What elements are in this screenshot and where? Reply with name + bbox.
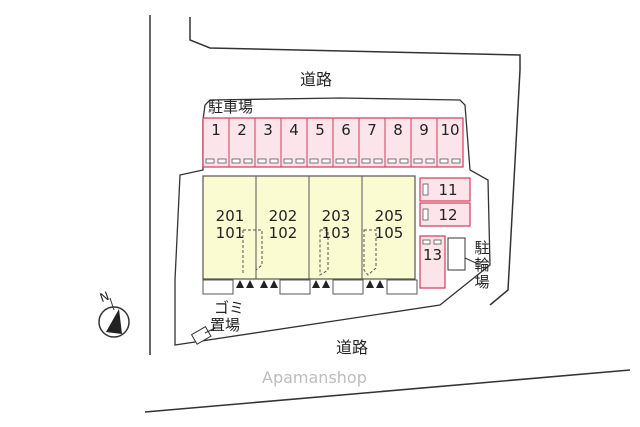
wheel-stop: [399, 158, 409, 164]
wheel-stop: [361, 158, 371, 164]
wheel-stop: [373, 158, 383, 164]
bike-parking-area: [447, 237, 466, 271]
wheel-stop: [413, 158, 423, 164]
wheel-stop: [451, 158, 461, 164]
parking-slot-4-label: 4: [289, 121, 299, 139]
parking-slot-1-label: 1: [211, 121, 221, 139]
wheel-stop: [283, 158, 293, 164]
wheel-stop: [217, 158, 227, 164]
parking-slot-6-label: 6: [341, 121, 351, 139]
compass-icon: [98, 297, 130, 338]
parking-slot-11-label: 11: [438, 181, 458, 199]
wheel-stop: [335, 158, 345, 164]
parking-slot-9-label: 9: [419, 121, 429, 139]
parking-slot-5-label: 5: [315, 121, 325, 139]
parking-slot-13-label: 13: [422, 246, 443, 264]
parking-slot-2-label: 2: [237, 121, 247, 139]
road-label-north: 道路: [300, 70, 333, 89]
parking-slot-12: [419, 202, 471, 227]
wheel-stop: [309, 158, 319, 164]
wheel-stop: [387, 158, 397, 164]
road-boundary-top-left: [189, 17, 521, 70]
parking-slot-10-label: 10: [440, 121, 460, 139]
parking-slot-12-label: 12: [438, 206, 458, 224]
parking-slot-11: [419, 177, 471, 202]
wheel-stop: [321, 158, 331, 164]
bike-parking-label: 駐 輪 場: [474, 239, 490, 291]
parking-label: 駐車場: [208, 98, 254, 116]
wheel-stop: [439, 158, 449, 164]
parking-slot-8-label: 8: [393, 121, 403, 139]
road-boundary-right: [489, 69, 521, 306]
wheel-stop: [295, 158, 305, 164]
wheel-stop: [347, 158, 357, 164]
watermark: Apamanshop: [262, 368, 367, 387]
road-boundary-bottom: [144, 369, 631, 413]
parking-slot-7-label: 7: [367, 121, 377, 139]
wheel-stop: [243, 158, 253, 164]
wheel-stop: [269, 158, 279, 164]
building: [202, 175, 416, 280]
wheel-stop: [205, 158, 215, 164]
parking-slot-13: [419, 235, 446, 289]
wheel-stop: [257, 158, 267, 164]
wheel-stop: [425, 158, 435, 164]
parking-slot-3-label: 3: [263, 121, 273, 139]
wheel-stop: [231, 158, 241, 164]
garbage-label: ゴミ 置場: [210, 299, 245, 334]
road-label-south: 道路: [336, 338, 369, 357]
